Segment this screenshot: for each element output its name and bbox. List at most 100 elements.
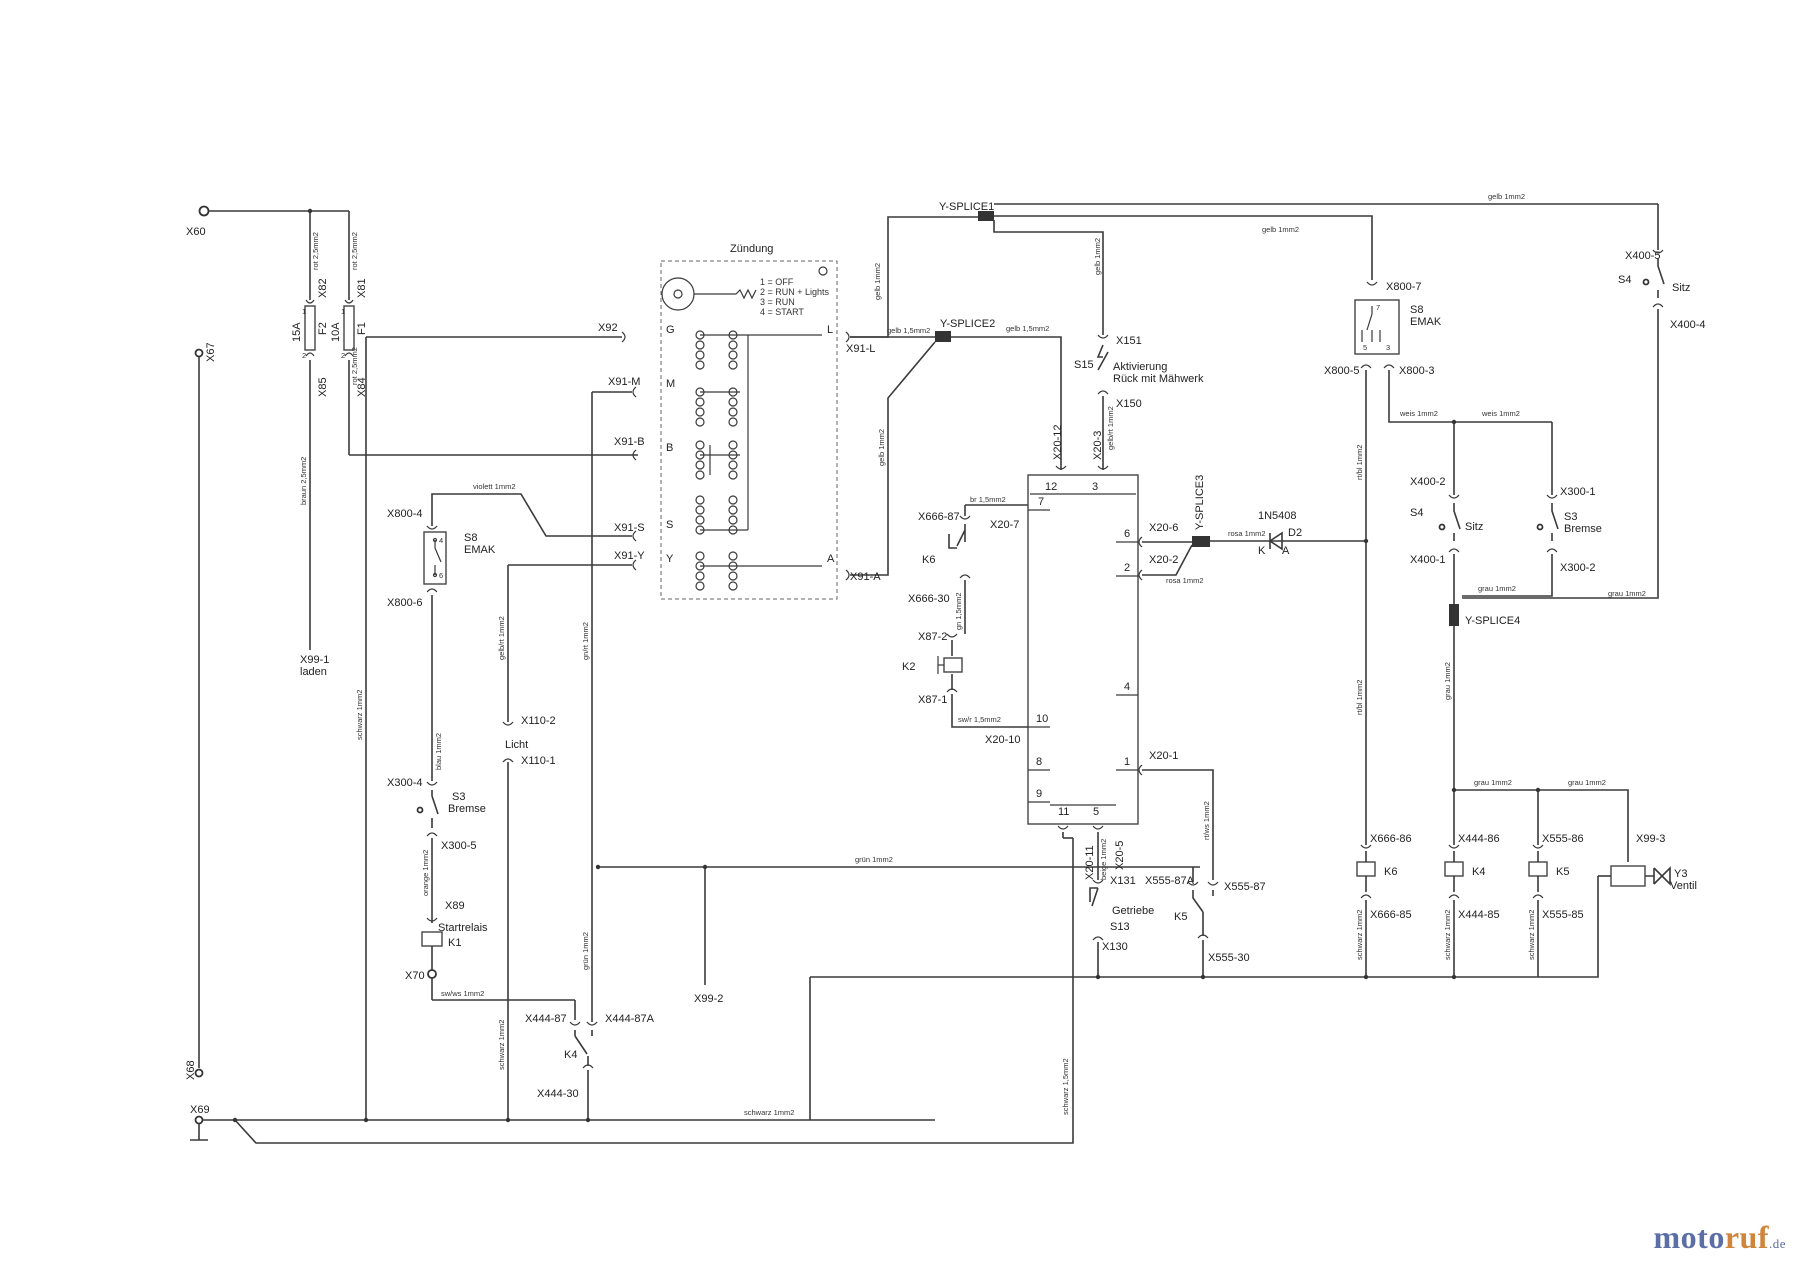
ignition-contact [728, 350, 738, 360]
ignition-contact [695, 495, 705, 505]
label-x81: X81 [356, 278, 368, 298]
label-x70: X70 [405, 970, 425, 982]
label-ysplice4: Y-SPLICE4 [1465, 615, 1520, 627]
label-x3001: X300-1 [1560, 486, 1595, 498]
switch-s15: X151 S15 Aktivierung Rück mit Mähwerk X1… [1074, 334, 1204, 410]
label-licht: Licht [505, 739, 528, 751]
ground-bus: X69 schwarz 1mm2 schwarz 1,5mm2 [190, 838, 1074, 1144]
svg-text:gn 1,5mm2: gn 1,5mm2 [954, 592, 963, 630]
svg-text:rot 2,5mm2: rot 2,5mm2 [311, 232, 320, 270]
svg-text:grau 1mm2: grau 1mm2 [1474, 778, 1512, 787]
label-x8004: X800-4 [387, 508, 422, 520]
label-k2: K2 [902, 661, 915, 673]
svg-text:blau 1mm2: blau 1mm2 [434, 733, 443, 770]
label-x55586: X555-86 [1542, 833, 1584, 845]
label-x69: X69 [190, 1104, 210, 1116]
label-d2: D2 [1288, 527, 1302, 539]
ignition-contact [695, 515, 705, 525]
svg-text:weis 1mm2: weis 1mm2 [1481, 409, 1520, 418]
pin-m: M [666, 378, 675, 390]
svg-text:5: 5 [1363, 343, 1367, 352]
label-x8005: X800-5 [1324, 365, 1359, 377]
ecu-pin-2: 2 [1124, 562, 1130, 574]
svg-text:weis 1mm2: weis 1mm2 [1399, 409, 1438, 418]
ecu-pin-8: 8 [1036, 756, 1042, 768]
label-bremse-left: Bremse [448, 803, 486, 815]
label-rueck: Rück mit Mähwerk [1113, 373, 1204, 385]
ignition-contact [728, 360, 738, 370]
label-x1101: X110-1 [521, 755, 556, 767]
label-x91l: X91-L [846, 343, 875, 355]
pin-y: Y [666, 553, 674, 565]
ignition-contact [728, 581, 738, 591]
label-x55530: X555-30 [1208, 952, 1250, 964]
ignition-legend-2: 2 = RUN + Lights [760, 287, 830, 297]
label-x131: X131 [1110, 875, 1136, 887]
svg-text:sw/ws 1mm2: sw/ws 1mm2 [441, 989, 484, 998]
label-x44487: X444-87 [525, 1013, 567, 1025]
svg-text:1: 1 [341, 307, 345, 316]
svg-text:gelb 1mm2: gelb 1mm2 [1488, 192, 1525, 201]
svg-text:rot 2,5mm2: rot 2,5mm2 [350, 232, 359, 270]
label-x68: X68 [185, 1060, 197, 1080]
svg-text:br 1,5mm2: br 1,5mm2 [970, 495, 1006, 504]
svg-text:rt/bl 1mm2: rt/bl 1mm2 [1355, 680, 1364, 715]
svg-text:3: 3 [1386, 343, 1390, 352]
label-x991: X99-1 [300, 654, 329, 666]
switch-s3-bremse-right: X300-1 S3 Bremse X300-2 [1536, 486, 1602, 574]
label-f1-rating: 10A [330, 322, 342, 342]
valve-y3: X99-3 Y3 Ventil [1538, 833, 1697, 978]
svg-text:schwarz 1mm2: schwarz 1mm2 [355, 690, 364, 740]
svg-text:grün 1mm2: grün 1mm2 [581, 932, 590, 970]
svg-text:rt/ws 1mm2: rt/ws 1mm2 [1202, 801, 1211, 840]
ignition-contact [695, 571, 705, 581]
ecu-pin-1: 1 [1124, 756, 1130, 768]
label-x203: X20-3 [1092, 431, 1104, 460]
relay-k4-coil: X444-86 K4 X444-85 schwarz 1mm2 [1443, 833, 1500, 960]
ignition-contact [695, 417, 705, 427]
label-x44486: X444-86 [1458, 833, 1500, 845]
label-ysplice3: Y-SPLICE3 [1194, 475, 1206, 530]
svg-text:violett 1mm2: violett 1mm2 [473, 482, 516, 491]
ecu-pin-11: 11 [1058, 806, 1069, 818]
ignition-contact [695, 581, 705, 591]
switch-s13-getriebe: X131 Getriebe S13 X130 [1089, 875, 1154, 953]
label-x91b: X91-B [614, 436, 645, 448]
label-x66687: X666-87 [918, 511, 960, 523]
light-licht: X110-2 Licht X110-1 [502, 715, 556, 767]
label-k6-coil: K6 [1384, 866, 1397, 878]
svg-text:gelb/rt 1mm2: gelb/rt 1mm2 [1106, 406, 1115, 450]
relay-k2: X87-2 K2 X87-1 [902, 631, 963, 706]
label-emak-left: EMAK [464, 544, 496, 556]
label-x55587: X555-87 [1224, 881, 1266, 893]
splice-1 [978, 211, 994, 221]
label-x92: X92 [598, 322, 618, 334]
label-x91m: X91-M [608, 376, 640, 388]
ignition-contact [728, 417, 738, 427]
ecu-module: X20-12 X20-3 12 3 7 6 2 4 10 8 1 9 11 5 [1027, 425, 1139, 825]
ecu-pin-4: 4 [1124, 681, 1130, 693]
svg-text:gelb 1mm2: gelb 1mm2 [1262, 225, 1299, 234]
label-x91s: X91-S [614, 522, 645, 534]
label-aktivierung: Aktivierung [1113, 361, 1167, 373]
label-k1: K1 [448, 937, 461, 949]
svg-text:orange 1mm2: orange 1mm2 [421, 850, 430, 896]
splice-3 [1192, 536, 1210, 547]
svg-text:rt/bl 1mm2: rt/bl 1mm2 [1355, 445, 1364, 480]
label-k5-contacts: K5 [1174, 911, 1187, 923]
svg-text:2: 2 [302, 351, 306, 360]
label-x205: X20-5 [1114, 841, 1126, 870]
svg-text:schwarz 1mm2: schwarz 1mm2 [1443, 910, 1452, 960]
ignition-contact [728, 470, 738, 480]
ignition-contact [728, 505, 738, 515]
label-ventil: Ventil [1670, 880, 1697, 892]
svg-text:schwarz 1mm2: schwarz 1mm2 [1527, 910, 1536, 960]
svg-text:grün 1mm2: grün 1mm2 [855, 855, 893, 864]
label-x201: X20-1 [1149, 750, 1178, 762]
label-x871: X87-1 [918, 694, 947, 706]
label-x991-laden: laden [300, 666, 327, 678]
relay-k1-startrelais: X89 Startrelais K1 X70 [405, 900, 488, 982]
label-s13: S13 [1110, 921, 1130, 933]
svg-text:6: 6 [439, 571, 443, 580]
